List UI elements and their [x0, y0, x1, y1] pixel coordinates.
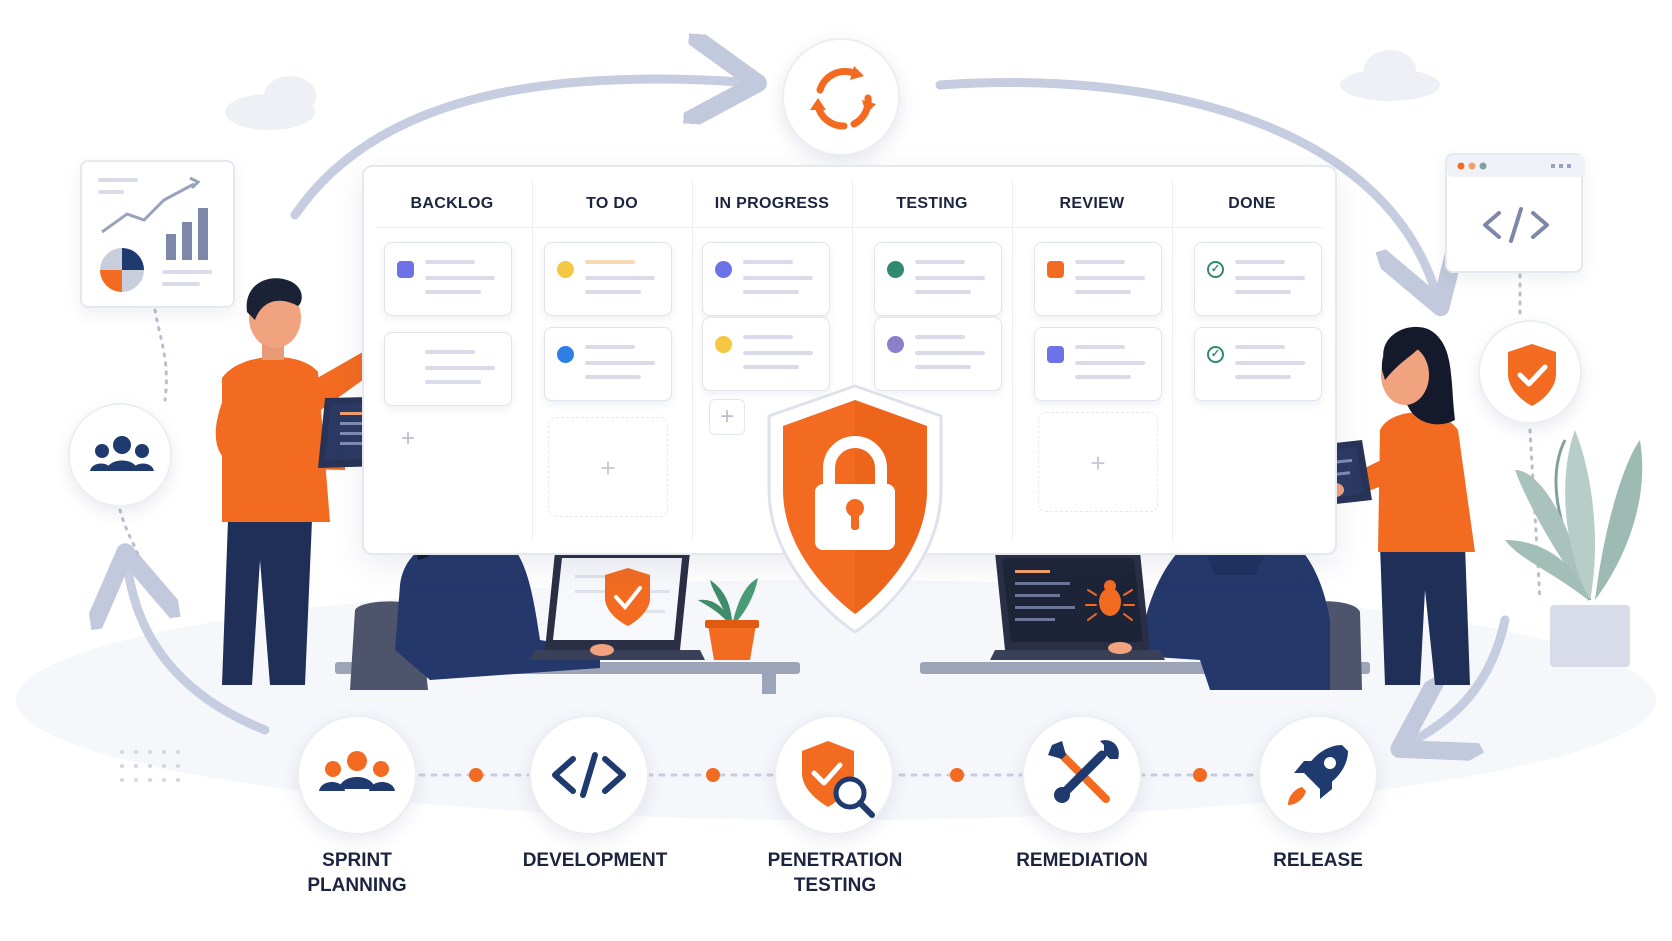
reviewer-standing-woman [1308, 326, 1475, 685]
rocket-icon [1288, 745, 1348, 805]
column-header-testing: TESTING [896, 195, 968, 212]
cycle-arrow-top-right [935, 78, 1435, 290]
analytics-chart-icon [98, 176, 212, 292]
stage-label-sprint-planning: SPRINT PLANNING [257, 848, 457, 898]
analytics-panel [80, 160, 235, 308]
refresh-icon [810, 66, 876, 130]
add-task-button[interactable]: + [709, 399, 745, 435]
stage-label-line: SPRINT [322, 850, 392, 871]
task-card[interactable]: ✓ [1194, 327, 1322, 401]
board-header-divider [376, 227, 1323, 228]
stage-label-line: RELEASE [1273, 850, 1363, 871]
task-card[interactable] [702, 317, 830, 391]
laptop-icon [990, 552, 1165, 660]
task-card[interactable] [1034, 242, 1162, 316]
stage-development[interactable] [529, 715, 649, 835]
shield-search-icon [802, 741, 875, 818]
add-task-button[interactable]: + [548, 417, 668, 517]
task-card[interactable] [544, 327, 672, 401]
task-card[interactable] [544, 242, 672, 316]
task-status-marker [1047, 346, 1064, 363]
cloud-icon [225, 76, 316, 130]
column-divider [1172, 179, 1173, 541]
task-card[interactable] [384, 332, 512, 406]
column-divider [852, 179, 853, 541]
code-window [1445, 153, 1585, 273]
stage-label-line: DEVELOPMENT [522, 850, 668, 871]
team-icon [90, 436, 154, 471]
column-header-done: DONE [1228, 195, 1276, 212]
cycle-arrow-left-up [128, 570, 270, 735]
task-card[interactable] [874, 317, 1002, 391]
code-window-icon [1447, 155, 1585, 243]
task-status-marker [715, 261, 732, 278]
column-divider [532, 179, 533, 541]
bug-icon [1085, 580, 1135, 621]
task-card[interactable] [874, 242, 1002, 316]
stage-release[interactable] [1258, 715, 1378, 835]
team-icon [319, 751, 395, 791]
task-status-marker [557, 346, 574, 363]
tools-icon [1048, 740, 1119, 803]
security-shield-lock-icon [767, 384, 943, 634]
stage-label-line: TESTING [793, 875, 877, 896]
refresh-cycle-badge [782, 38, 900, 156]
task-status-marker [715, 336, 732, 353]
cycle-arrow-top-left [290, 79, 740, 220]
shield-check-icon [1508, 344, 1556, 406]
column-divider [692, 179, 693, 541]
code-icon [552, 752, 626, 798]
stage-label-line: REMEDIATION [1016, 850, 1148, 871]
stage-label-penetration-testing: PENETRATION TESTING [735, 848, 935, 898]
cloud-icon [1340, 50, 1440, 101]
column-divider [1012, 179, 1013, 541]
stage-penetration-testing[interactable] [774, 715, 894, 835]
stage-label-remediation: REMEDIATION [982, 848, 1182, 873]
task-status-marker [557, 261, 574, 278]
task-status-marker [397, 261, 414, 278]
column-header-todo: TO DO [586, 195, 638, 212]
stage-sprint-planning[interactable] [297, 715, 417, 835]
plant-icon [1505, 430, 1643, 667]
laptop-icon [530, 552, 705, 660]
stage-label-release: RELEASE [1218, 848, 1418, 873]
column-header-review: REVIEW [1059, 195, 1125, 212]
task-card[interactable] [702, 242, 830, 316]
add-task-button[interactable]: + [1038, 412, 1158, 512]
stage-label-line: PENETRATION [767, 850, 903, 871]
security-check-badge [1478, 320, 1582, 424]
column-header-in-progress: IN PROGRESS [714, 195, 830, 212]
check-icon: ✓ [1207, 346, 1224, 363]
task-card[interactable] [384, 242, 512, 316]
task-card[interactable] [1034, 327, 1162, 401]
developer-bearded-man [990, 434, 1362, 690]
task-status-marker [887, 261, 904, 278]
stage-label-line: PLANNING [307, 875, 407, 896]
cycle-arrow-right-down [1415, 615, 1510, 740]
stage-remediation[interactable] [1022, 715, 1142, 835]
add-task-button[interactable]: + [400, 425, 415, 452]
stage-label-development: DEVELOPMENT [495, 848, 695, 873]
task-card[interactable]: ✓ [1194, 242, 1322, 316]
team-badge [68, 403, 172, 507]
column-header-backlog: BACKLOG [410, 195, 494, 212]
check-icon: ✓ [1207, 261, 1224, 278]
potted-plant-icon [698, 578, 759, 660]
task-status-marker [1047, 261, 1064, 278]
task-status-marker [887, 336, 904, 353]
